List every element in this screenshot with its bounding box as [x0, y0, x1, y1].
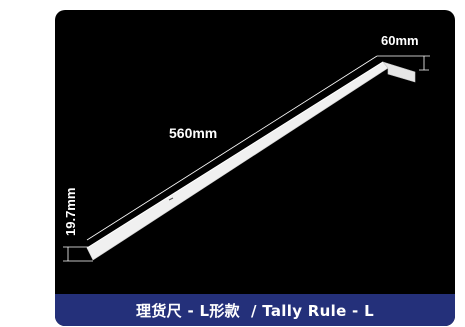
caption-bar: 理货尺 - L形款 / Tally Rule - L [55, 294, 455, 326]
length-label: 560mm [169, 125, 217, 141]
ruler-short-foot [382, 61, 416, 83]
ruler-illustration: 560mm 60mm 19.7mm [63, 33, 430, 262]
width-label: 19.7mm [63, 188, 78, 236]
ruler-long-arm [86, 61, 389, 261]
ruler-notch [168, 197, 174, 201]
ruler-edge-highlight [86, 61, 384, 249]
product-card: 560mm 60mm 19.7mm 理货尺 - L形款 / Tally Rule… [55, 10, 455, 326]
product-caption: 理货尺 - L形款 / Tally Rule - L [136, 301, 374, 320]
foot-length-label: 60mm [381, 33, 419, 48]
length-dimension-line [86, 55, 378, 241]
